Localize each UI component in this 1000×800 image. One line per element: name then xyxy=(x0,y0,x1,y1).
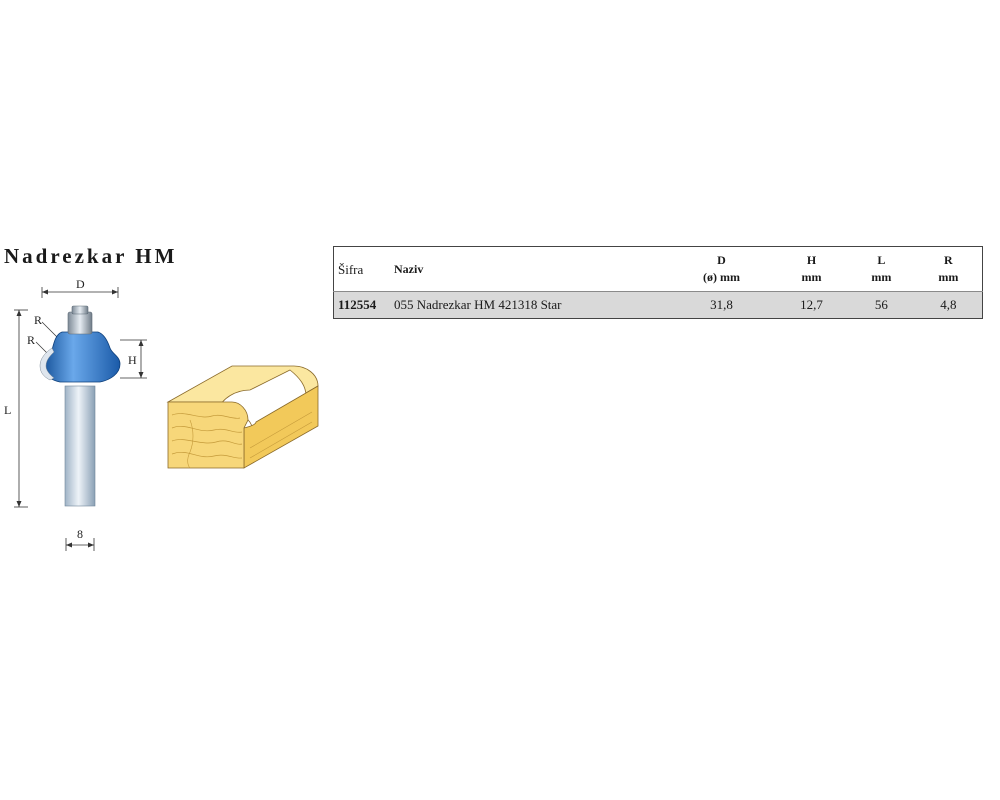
cell-h: 12,7 xyxy=(774,291,849,319)
table-header-row: Šifra Naziv D (ø) mm H mm L mm R mm xyxy=(334,247,983,292)
cell-l: 56 xyxy=(848,291,915,319)
dim-r-top-label: R xyxy=(34,313,42,327)
cell-naziv: 055 Nadrezkar HM 421318 Star xyxy=(390,291,668,319)
header-h-label: H xyxy=(806,253,817,267)
header-d: D (ø) mm xyxy=(668,247,775,292)
router-bit-diagram: D L H R R 8 xyxy=(4,277,319,551)
product-title: Nadrezkar HM xyxy=(4,244,178,268)
header-l-label: L xyxy=(877,253,886,267)
header-r: R mm xyxy=(915,247,983,292)
router-bit-cutter-body xyxy=(41,331,121,383)
header-h-unit: mm xyxy=(801,270,822,284)
header-d-unit: (ø) mm xyxy=(703,270,740,284)
header-sifra-label: Šifra xyxy=(338,261,364,277)
dim-l-label: L xyxy=(4,403,11,417)
cell-sifra: 112554 xyxy=(333,291,390,319)
dimension-d: D xyxy=(41,277,119,298)
header-r-label: R xyxy=(944,253,953,267)
dim-h-label: H xyxy=(128,353,137,367)
dim-shank-label: 8 xyxy=(77,527,83,541)
product-spec-table: Šifra Naziv D (ø) mm H mm L mm R mm xyxy=(333,246,983,319)
header-l: L mm xyxy=(848,247,915,292)
dim-d-label: D xyxy=(76,277,85,291)
header-d-label: D xyxy=(717,253,726,267)
cell-r: 4,8 xyxy=(914,291,983,319)
router-bit-bearing xyxy=(67,311,93,335)
dimension-h: H xyxy=(120,339,147,379)
header-naziv: Naziv xyxy=(390,247,668,292)
cell-d: 31,8 xyxy=(668,291,775,319)
header-l-unit: mm xyxy=(871,270,892,284)
wood-profile-illustration xyxy=(166,365,319,469)
table-row: 112554 055 Nadrezkar HM 421318 Star 31,8… xyxy=(333,291,983,319)
dimension-shank: 8 xyxy=(65,527,95,551)
dim-r-bottom-label: R xyxy=(27,333,35,347)
dimension-l: L xyxy=(4,309,28,508)
header-naziv-label: Naziv xyxy=(394,261,424,276)
router-bit-shank xyxy=(64,385,96,507)
header-h: H mm xyxy=(775,247,848,292)
header-r-unit: mm xyxy=(938,270,959,284)
header-sifra: Šifra xyxy=(334,247,391,292)
